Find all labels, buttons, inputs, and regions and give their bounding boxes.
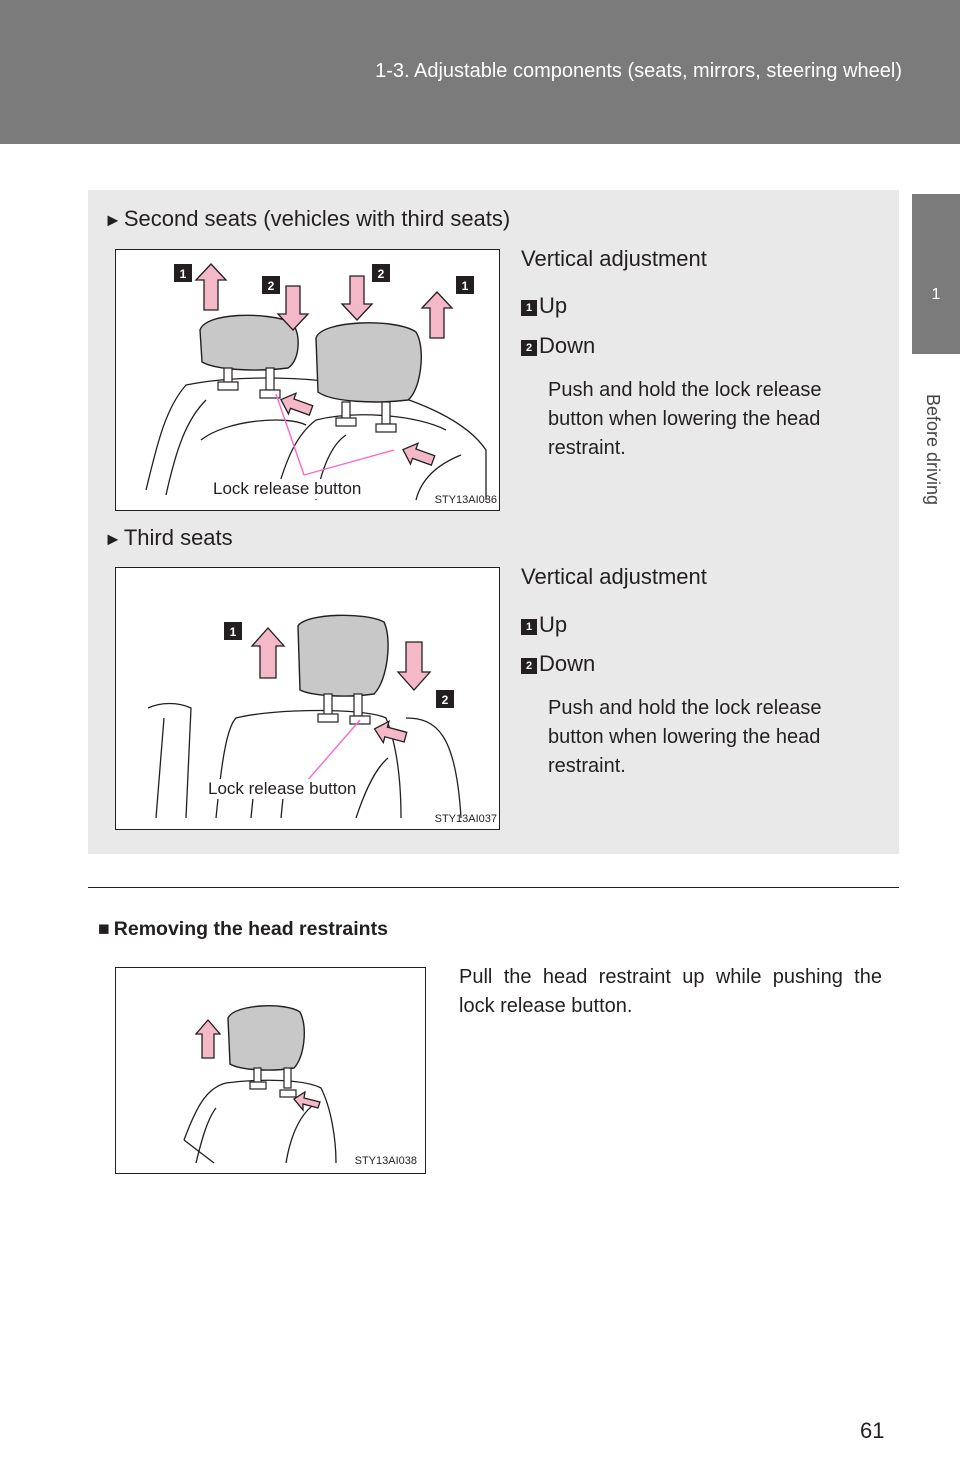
vertical-adjustment-title: Vertical adjustment <box>521 246 707 271</box>
second-seats-illustration: 1 2 2 1 <box>145 263 487 501</box>
svg-text:1: 1 <box>462 279 469 293</box>
number-badge: 1 <box>521 300 537 316</box>
page-number: 61 <box>860 1418 885 1443</box>
removing-figure: STY13AI038 <box>115 967 426 1174</box>
number-badge: 2 <box>521 340 537 356</box>
adjustment-panel: ►Second seats (vehicles with third seats… <box>88 190 899 854</box>
header-title: 1-3. Adjustable components (seats, mirro… <box>375 60 902 82</box>
third-seats-title: ►Third seats <box>104 525 233 550</box>
triangle-marker-icon: ► <box>104 210 122 230</box>
lowering-note: Push and hold the lock release button wh… <box>548 697 822 777</box>
chapter-label: Before driving <box>923 394 943 506</box>
figure-code: STY13AI038 <box>354 1155 417 1167</box>
vertical-adjustment-title: Vertical adjustment <box>521 564 707 589</box>
second-seats-title: ►Second seats (vehicles with third seats… <box>104 206 511 231</box>
number-badge: 1 <box>521 619 537 635</box>
removing-illustration <box>183 1005 337 1164</box>
chapter-tab: 1 <box>912 194 960 354</box>
chapter-number: 1 <box>931 286 941 303</box>
removing-heading: ■Removing the head restraints <box>98 918 388 940</box>
svg-text:2: 2 <box>268 279 275 293</box>
svg-text:1: 1 <box>230 625 237 639</box>
figure-code: STY13AI036 <box>434 494 497 506</box>
lowering-note: Push and hold the lock release button wh… <box>548 379 822 459</box>
lock-release-label: Lock release button <box>213 479 362 499</box>
number-badge: 2 <box>521 658 537 674</box>
section-divider <box>88 887 899 888</box>
svg-text:2: 2 <box>442 693 449 707</box>
page-header: 1-3. Adjustable components (seats, mirro… <box>0 0 960 144</box>
removing-instructions: Pull the head restraint up while pushing… <box>459 966 882 1017</box>
svg-text:1: 1 <box>180 267 187 281</box>
svg-text:2: 2 <box>378 267 385 281</box>
figure-code: STY13AI037 <box>434 813 497 825</box>
second-seats-figure: 1 2 2 1 Lock release button STY13AI036 <box>115 249 500 511</box>
triangle-marker-icon: ► <box>104 529 122 549</box>
lock-release-label: Lock release button <box>208 779 357 799</box>
square-bullet-icon: ■ <box>98 918 110 940</box>
third-seats-illustration: 12 <box>147 614 462 819</box>
